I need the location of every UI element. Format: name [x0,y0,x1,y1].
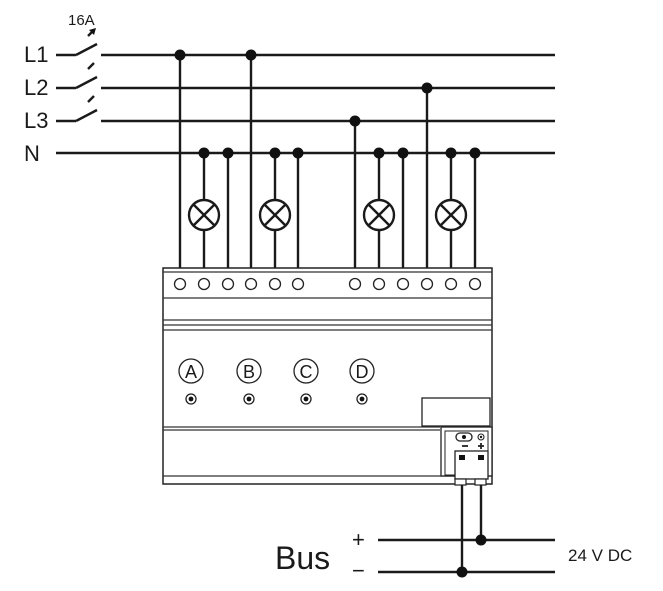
channel-label-a: A [185,362,197,382]
bus-plus-sign: + [352,527,365,552]
channel-b-button[interactable] [243,393,255,405]
supply-lines: L1 16A L2 L3 N [24,12,555,166]
bus-label: Bus [275,540,330,576]
bus-minus-sign: − [352,558,365,583]
label-cover [421,397,491,427]
channel-label-c: C [300,362,313,382]
channel-c-button[interactable] [300,393,312,405]
channel-d-button[interactable] [356,393,368,405]
breaker-rating: 16A [68,12,95,29]
phase-label-l1: L1 [24,42,48,67]
channel-c: C [293,358,319,405]
phase-label-n: N [24,141,40,166]
channel-a: A [178,358,204,405]
switch-l1 [75,42,98,57]
lamps [187,198,468,232]
bus-voltage: 24 V DC [568,546,632,565]
phase-label-l2: L2 [24,75,48,100]
channel-d: D [349,358,375,405]
line-l2: L2 [24,62,555,100]
channel-b: B [236,358,262,405]
phase-label-l3: L3 [24,108,48,133]
line-l3: L3 [24,95,555,133]
lamp-icon [258,198,292,232]
lamp-icon [187,198,221,232]
lamp-icon [362,198,396,232]
line-l1: L1 [24,28,555,67]
channel-label-d: D [356,362,369,382]
actuator-device: A B C D [162,267,493,486]
switch-l3 [75,108,98,123]
switch-l2 [75,75,98,90]
junction-dots [174,49,481,159]
channel-a-button[interactable] [185,393,197,405]
lamp-icon [434,198,468,232]
bus-module [421,397,493,486]
channel-label-b: B [243,362,255,382]
terminal-row [173,277,482,291]
bus-wiring: Bus + − 24 V DC [275,485,632,583]
